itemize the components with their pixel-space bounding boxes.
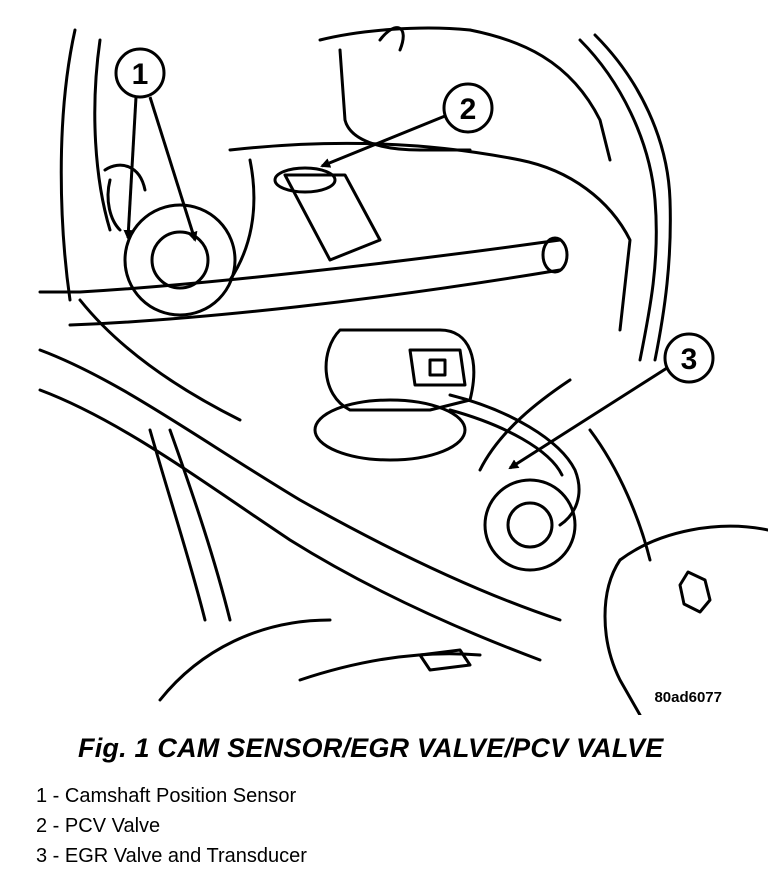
legend-separator: -: [47, 785, 65, 807]
legend-number: 2: [36, 815, 48, 837]
figure-title: Fig. 1 CAM SENSOR/EGR VALVE/PCV VALVE: [78, 733, 664, 763]
callout-2: 2: [320, 82, 494, 168]
callout-3: 3: [508, 332, 715, 470]
callout-3-circle: [663, 332, 715, 384]
callout-3-number: 3: [681, 343, 698, 376]
callout-2-number: 2: [460, 93, 477, 126]
legend-separator: -: [47, 845, 65, 867]
callout-3-leader: [508, 366, 668, 470]
engine-artwork: [38, 26, 768, 715]
legend-number: 1: [36, 785, 48, 807]
callout-1-leader-b: [148, 96, 198, 242]
engine-line-drawing: 1 2 3 80ad6077: [38, 26, 768, 715]
callout-1: 1: [114, 47, 198, 242]
legend-item: 1 - Camshaft Position Sensor: [36, 781, 307, 811]
legend-label: PCV Valve: [64, 815, 161, 837]
callout-1-leader-a: [123, 96, 138, 240]
legend-label: EGR Valve and Transducer: [64, 845, 307, 867]
legend-number: 3: [36, 845, 48, 867]
callout-2-leader: [320, 114, 446, 168]
callout-1-number: 1: [132, 58, 149, 91]
legend-item: 3 - EGR Valve and Transducer: [36, 841, 307, 871]
callout-2-circle: [442, 82, 494, 134]
legend-label: Camshaft Position Sensor: [64, 785, 297, 807]
legend-separator: -: [47, 815, 65, 837]
callout-1-circle: [114, 47, 166, 99]
figure-image-code: 80ad6077: [654, 689, 722, 706]
callout-legend: 1 - Camshaft Position Sensor 2 - PCV Val…: [36, 781, 307, 871]
legend-item: 2 - PCV Valve: [36, 811, 307, 841]
